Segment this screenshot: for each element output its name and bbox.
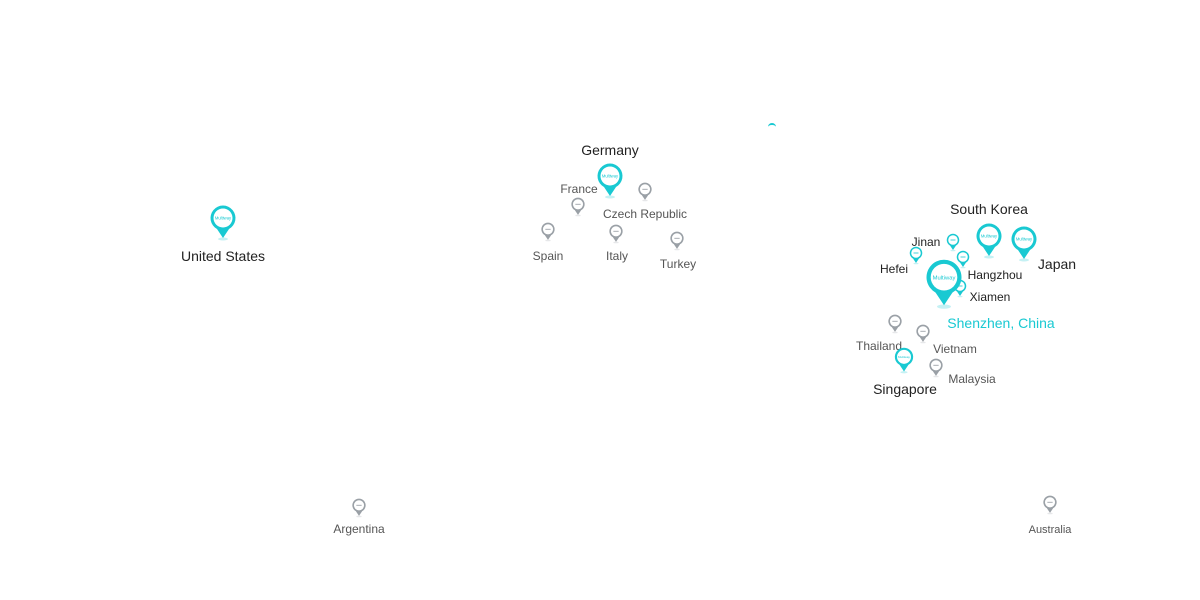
map-pin-icon: Multiway (894, 347, 914, 374)
svg-text:Multiway: Multiway (602, 174, 619, 179)
partial-marker-fragment (768, 123, 776, 129)
location-label-italy: Italy (605, 249, 629, 263)
location-marker-shenzhen-china[interactable]: Multiway (923, 258, 965, 309)
svg-text:Multiway: Multiway (898, 355, 910, 359)
location-marker-united-states[interactable]: Multiway (208, 204, 238, 241)
location-marker-south-korea[interactable]: Multiway (974, 222, 1004, 259)
map-pin-icon (929, 358, 943, 378)
map-pin-icon (638, 182, 652, 202)
location-marker-argentina[interactable] (351, 498, 367, 518)
location-marker-hangzhou[interactable] (956, 250, 971, 269)
svg-text:Multiway: Multiway (933, 275, 956, 281)
location-label-jinan: Jinan (911, 235, 941, 249)
svg-text:Multiway: Multiway (215, 216, 232, 221)
location-label-vietnam: Vietnam (933, 342, 977, 356)
map-pin-icon: Multiway (976, 223, 1002, 259)
location-label-shenzhen-china: Shenzhen, China (947, 315, 1055, 331)
location-label-japan: Japan (1037, 256, 1077, 272)
location-label-singapore: Singapore (873, 381, 937, 397)
map-pin-icon: Multiway (210, 205, 236, 241)
map-pin-icon (571, 197, 585, 217)
map-pin-icon (956, 250, 970, 269)
location-marker-czech-republic[interactable] (637, 182, 653, 202)
location-label-malaysia: Malaysia (948, 372, 996, 386)
map-pin-icon (352, 498, 366, 518)
location-label-xiamen: Xiamen (969, 290, 1011, 304)
map-pin-icon (670, 231, 684, 251)
location-label-hangzhou: Hangzhou (967, 268, 1023, 282)
location-label-australia: Australia (1028, 524, 1072, 536)
location-marker-thailand[interactable] (887, 314, 903, 334)
map-pin-icon (888, 314, 902, 334)
location-marker-germany[interactable]: Multiway (595, 162, 625, 199)
location-marker-malaysia[interactable] (928, 358, 944, 378)
location-label-spain: Spain (532, 249, 564, 263)
location-label-hefei: Hefei (879, 262, 909, 276)
location-marker-vietnam[interactable] (915, 324, 931, 344)
map-pin-icon (1043, 495, 1057, 515)
location-marker-singapore[interactable]: Multiway (893, 347, 915, 374)
location-marker-hefei[interactable] (909, 246, 924, 265)
location-marker-japan[interactable]: Multiway (1009, 225, 1039, 262)
map-pin-icon (541, 222, 555, 242)
map-pin-icon: Multiway (1011, 226, 1037, 262)
svg-text:Multiway: Multiway (1016, 237, 1033, 242)
map-pin-icon (909, 246, 923, 265)
location-label-czech-republic: Czech Republic (602, 207, 688, 221)
map-pin-icon: Multiway (926, 259, 962, 309)
location-label-turkey: Turkey (659, 257, 697, 271)
location-marker-italy[interactable] (608, 224, 624, 244)
map-pin-icon: Multiway (597, 163, 623, 199)
svg-text:Multiway: Multiway (981, 234, 998, 239)
location-label-south-korea: South Korea (950, 201, 1028, 217)
location-marker-turkey[interactable] (669, 231, 685, 251)
location-marker-spain[interactable] (540, 222, 556, 242)
map-pin-icon (609, 224, 623, 244)
location-label-united-states: United States (180, 248, 266, 264)
location-label-germany: Germany (581, 142, 639, 158)
location-marker-australia[interactable] (1042, 495, 1058, 515)
location-label-france: France (560, 182, 598, 196)
location-label-argentina: Argentina (333, 522, 385, 536)
map-pin-icon (916, 324, 930, 344)
location-marker-france[interactable] (570, 197, 586, 217)
location-marker-jinan[interactable] (946, 233, 961, 252)
location-label-thailand: Thailand (855, 339, 903, 353)
map-pin-icon (946, 233, 960, 252)
